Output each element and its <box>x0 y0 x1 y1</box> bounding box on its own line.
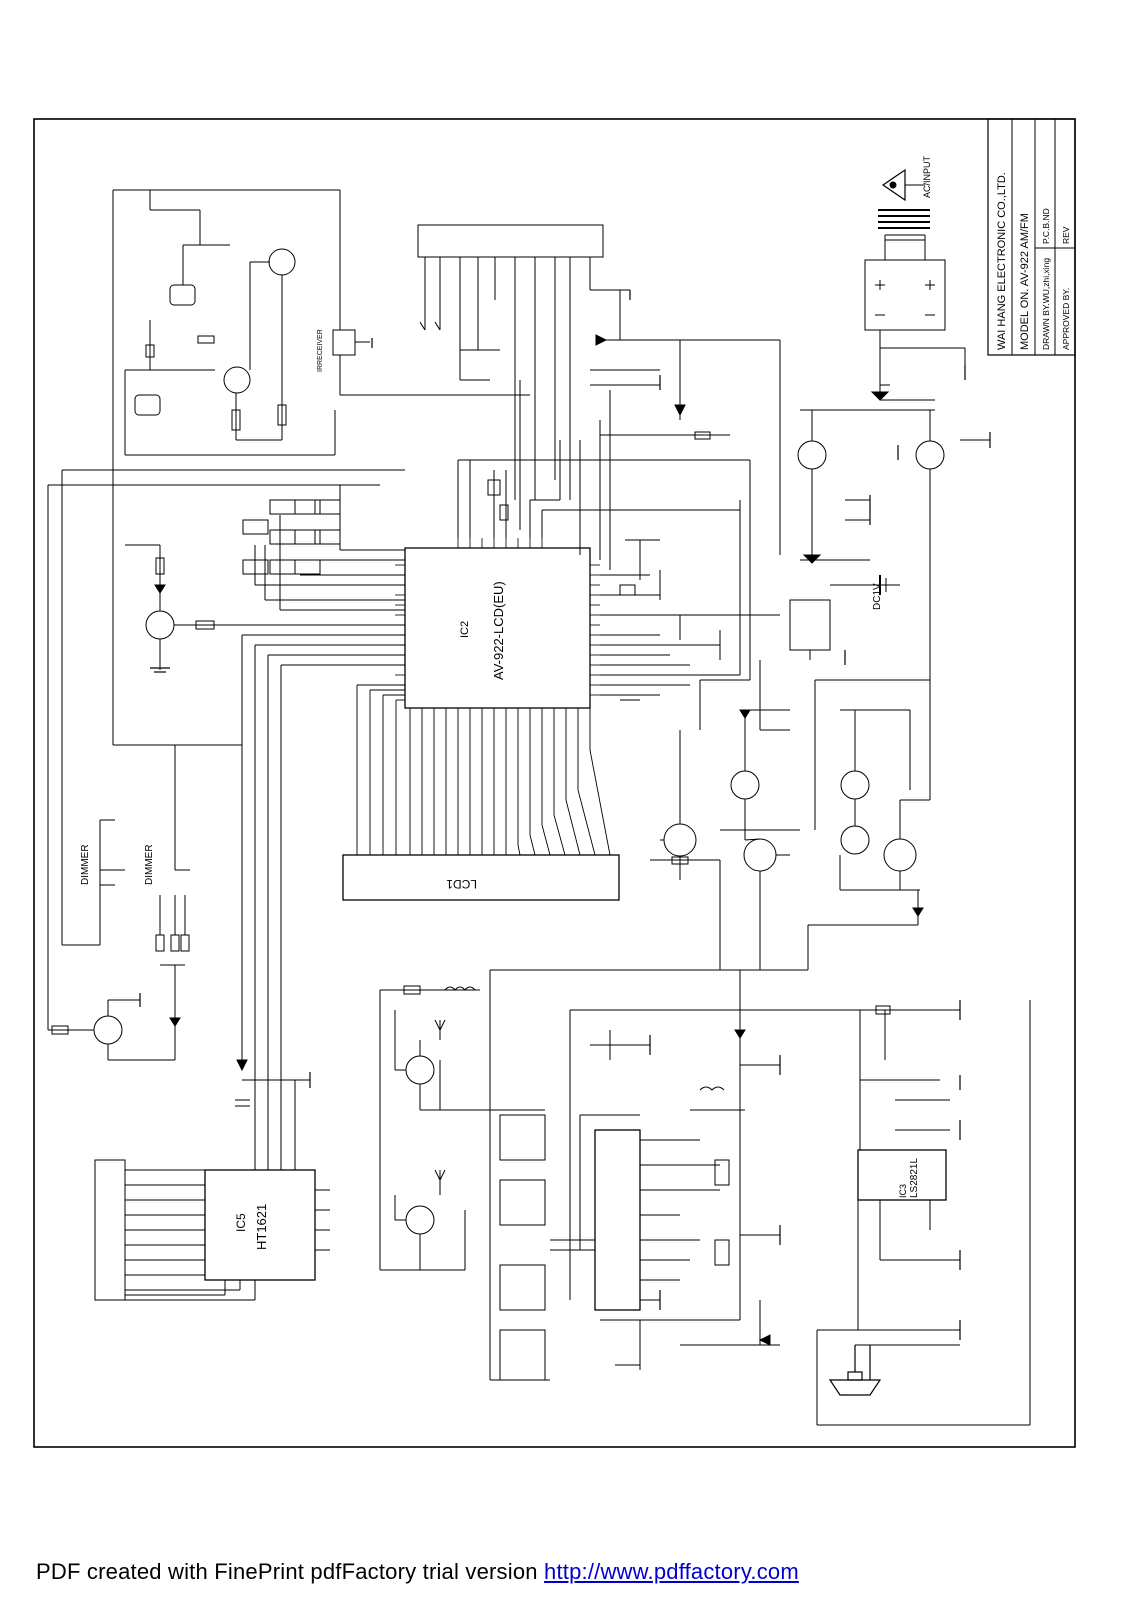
rf-front-end <box>379 970 550 1381</box>
ic2-right-wiring <box>600 460 780 730</box>
ir-receiver <box>332 190 530 396</box>
ic2-part-label: AV-922-LCD(EU) <box>491 581 506 680</box>
dc-label: DC1V <box>872 583 883 610</box>
led-driver <box>125 544 405 670</box>
dimmer-1-label: DIMMER <box>80 844 91 885</box>
ac-input-label: AC/INPUT <box>922 155 932 198</box>
dimmer-switches <box>99 819 190 1060</box>
ic3-part-label: LS2821L <box>909 1158 920 1198</box>
ic3-ref-label: IC3 <box>898 1184 908 1198</box>
ic5-ref-label: IC5 <box>234 1213 248 1232</box>
ic5-control-bus <box>113 634 405 1170</box>
drawn-by-label: DRAWN BY.WU,zhi,xing <box>1041 258 1051 350</box>
pcb-label: P.C.B.ND <box>1041 208 1051 244</box>
ic2-pin-stubs <box>395 538 600 696</box>
ic3-wiring <box>810 1000 1031 1426</box>
footer-text: PDF created with FinePrint pdfFactory tr… <box>36 1559 545 1584</box>
approved-by-label: APPROVED BY. <box>1061 288 1071 350</box>
key-buttons <box>47 469 405 1030</box>
ir-receiver-label: IRRECEIVER <box>317 329 324 372</box>
model-label: MODEL ON. AV-922 AM/FM <box>1019 213 1031 350</box>
ic2-top-wiring <box>457 380 750 570</box>
ic1-tuner <box>417 224 781 555</box>
drawing-border <box>33 118 1076 1448</box>
dimmer-transistor <box>48 999 175 1061</box>
speaker-icon <box>828 1345 882 1396</box>
radio-ic-wiring <box>550 970 810 1370</box>
title-block: WAI HANG ELECTRONIC CO.,LTD. MODEL ON. A… <box>987 118 1076 356</box>
dimmer-2-label: DIMMER <box>144 844 155 885</box>
ic2-mcu <box>404 547 591 709</box>
lcd1-display <box>342 854 620 901</box>
ic2-ref-label: IC2 <box>459 621 471 638</box>
radio-ic <box>594 1129 641 1311</box>
top-left-oscillator <box>112 189 340 745</box>
company-name: WAI HANG ELECTRONIC CO.,LTD. <box>996 172 1008 350</box>
rev-label: REV <box>1061 226 1071 244</box>
ic3-amp <box>857 1149 947 1201</box>
ic5-part-label: HT1621 <box>254 1204 269 1250</box>
ac-input-section <box>864 168 966 401</box>
ic5-ht1621 <box>204 1169 316 1281</box>
pdffactory-link[interactable]: http://www.pdffactory.com <box>544 1559 799 1584</box>
ic2-lcd-bus <box>356 684 611 856</box>
pdf-footer: PDF created with FinePrint pdfFactory tr… <box>36 1559 799 1585</box>
power-regulation <box>789 409 990 660</box>
led-connector <box>94 1159 330 1301</box>
switching-transistors <box>490 660 931 971</box>
lcd1-ref-label: LCD1 <box>446 877 477 891</box>
ground-symbols <box>139 290 991 1340</box>
